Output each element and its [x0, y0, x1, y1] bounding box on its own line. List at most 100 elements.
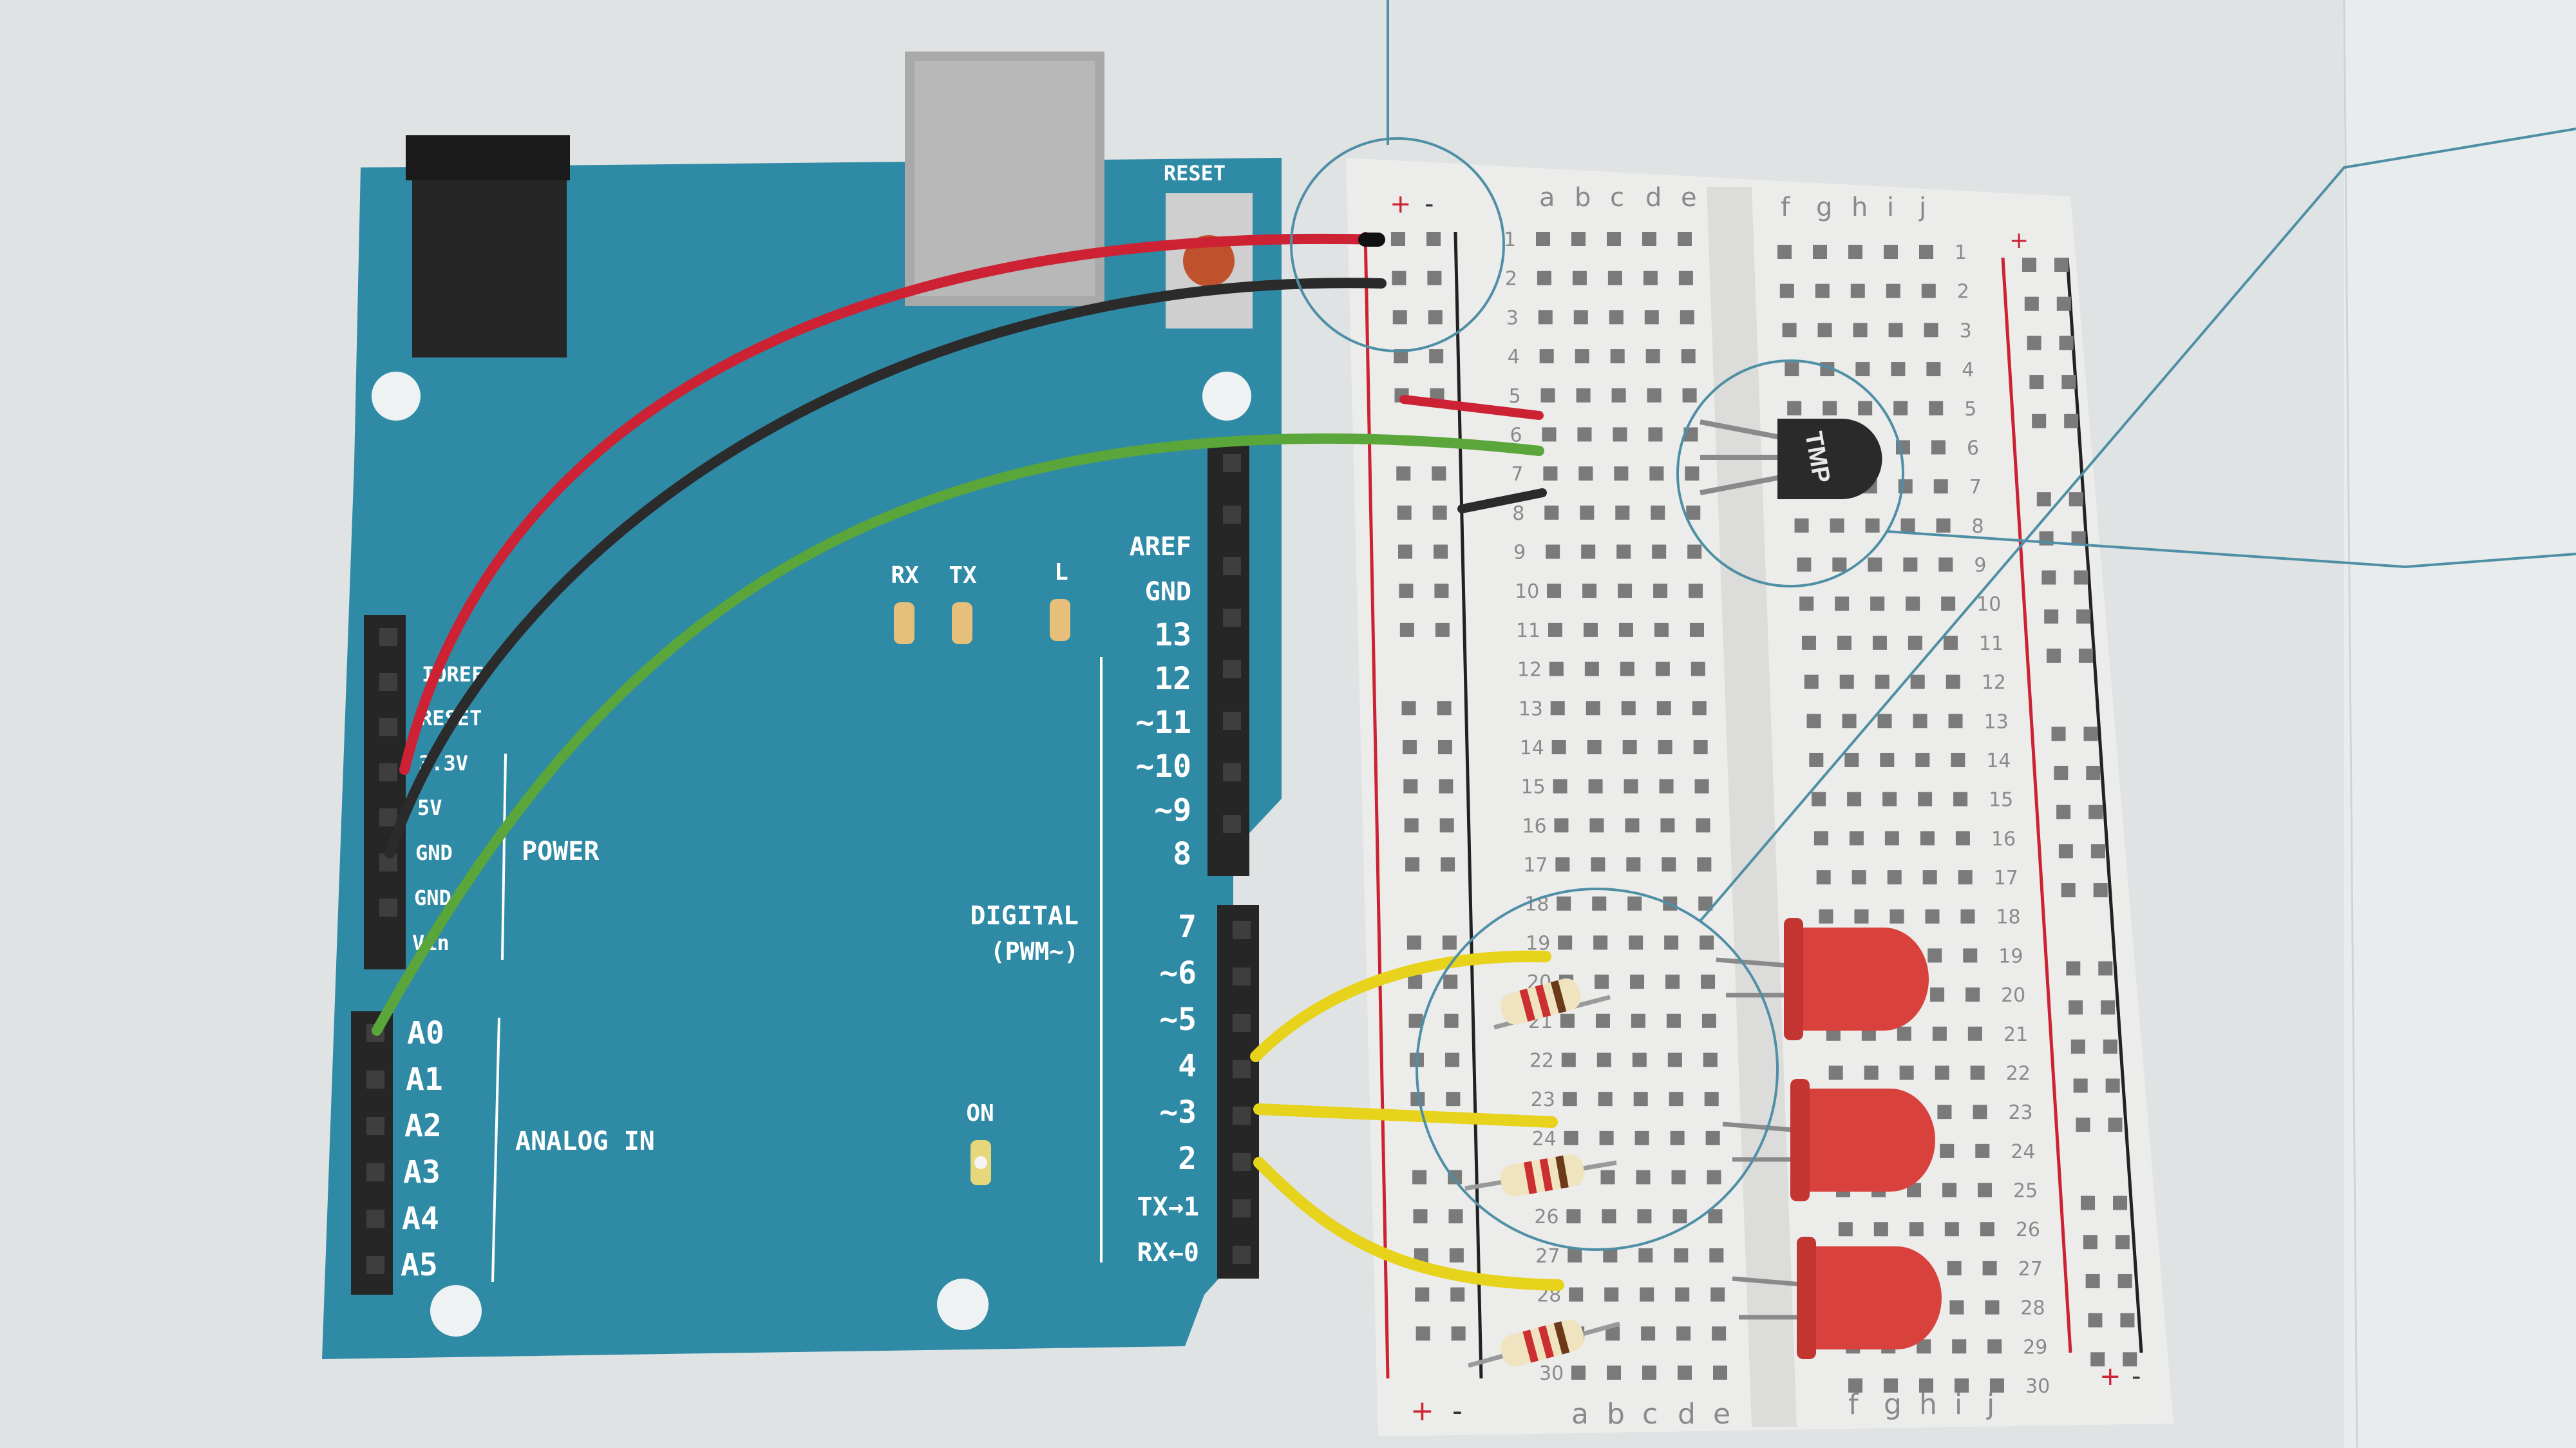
- breadboard-hole: [1907, 1183, 1922, 1197]
- breadboard-hole: [1569, 1287, 1584, 1302]
- header-pin-hole: [1223, 454, 1241, 472]
- led-rim: [1797, 1237, 1816, 1359]
- breadboard-hole: [1678, 232, 1692, 246]
- rail-hole: [2061, 375, 2076, 390]
- callout-line-sensor: [1886, 530, 2576, 569]
- breadboard-hole: [1963, 948, 1978, 963]
- pin-label-gnd-d: GND: [1145, 577, 1191, 607]
- breadboard-hole: [1814, 831, 1828, 846]
- breadboard-hole: [1581, 544, 1596, 559]
- rail-hole: [2103, 1039, 2117, 1054]
- rail-hole: [1435, 622, 1450, 637]
- pin-label-5v: 5V: [417, 795, 442, 820]
- rail-hole: [2086, 765, 2101, 780]
- breadboard-hole: [1592, 896, 1607, 911]
- rail-hole: [2098, 961, 2113, 976]
- row-number-right: 27: [2018, 1258, 2043, 1281]
- row-number-left: 22: [1530, 1049, 1554, 1072]
- rail-hole: [2061, 883, 2076, 898]
- breadboard-hole: [1599, 1130, 1614, 1145]
- led-2: [1722, 1079, 1935, 1201]
- row-number-right: 5: [1964, 398, 1976, 421]
- breadboard-hole: [1942, 1183, 1957, 1197]
- row-number-right: 29: [2023, 1336, 2047, 1358]
- led-body: [1797, 1089, 1935, 1192]
- breadboard-hole: [1710, 1287, 1725, 1302]
- rail-hole: [1439, 779, 1454, 794]
- rail-hole: [2115, 1235, 2130, 1250]
- rx-label: RX: [891, 562, 919, 589]
- breadboard-hole: [1686, 505, 1701, 520]
- breadboard-hole: [1637, 1209, 1652, 1224]
- l-led: [1050, 599, 1070, 641]
- column-letter-d-bottom: d: [1678, 1398, 1696, 1431]
- row-number-right: 4: [1962, 359, 1974, 381]
- rail-hole: [1398, 544, 1413, 559]
- breadboard-hole: [1947, 1261, 1962, 1275]
- column-letter-e: e: [1681, 183, 1697, 213]
- row-number-left: 30: [1539, 1362, 1564, 1385]
- breadboard-hole: [1982, 1261, 1997, 1275]
- rail-hole: [1412, 1170, 1427, 1185]
- breadboard-hole: [1649, 466, 1664, 481]
- breadboard-hole: [1952, 1339, 1967, 1354]
- breadboard-hole: [1713, 1366, 1727, 1380]
- row-number-right: 30: [2025, 1375, 2050, 1398]
- rail-red-right: [2001, 257, 2072, 1353]
- breadboard-hole: [1830, 518, 1844, 533]
- analog-in-label: ANALOG IN: [515, 1127, 655, 1156]
- breadboard-hole: [1694, 779, 1709, 794]
- row-number-left: 23: [1531, 1089, 1555, 1111]
- callout-sensor-circle: [1676, 359, 1904, 587]
- rail-hole: [2066, 961, 2081, 976]
- breadboard-hole: [1965, 987, 1980, 1002]
- header-pin-hole: [1223, 506, 1241, 524]
- header-pin-hole: [366, 1163, 384, 1181]
- rail-hole: [1434, 584, 1449, 598]
- breadboard-hole: [1613, 427, 1627, 442]
- row-number-right: 18: [1996, 906, 2020, 929]
- breadboard-hole: [1918, 792, 1933, 806]
- breadboard-hole: [1823, 401, 1837, 415]
- row-number-right: 15: [1989, 789, 2013, 812]
- rail-hole: [2059, 336, 2074, 350]
- breadboard-hole: [1703, 1053, 1718, 1067]
- led-rim: [1790, 1079, 1810, 1201]
- analog-header: [351, 1011, 393, 1295]
- rail-hole: [2027, 336, 2041, 350]
- sensor-lead: [1700, 474, 1785, 495]
- row-number-left: 3: [1506, 307, 1519, 329]
- breadboard-hole: [1640, 1287, 1654, 1302]
- rail-hole: [1402, 739, 1417, 754]
- rail-hole: [1397, 505, 1412, 520]
- breadboard-hole: [1882, 792, 1897, 806]
- rail-hole: [1394, 349, 1408, 364]
- breadboard-hole: [1561, 1053, 1576, 1067]
- breadboard-hole: [1610, 349, 1625, 364]
- rail-hole: [2113, 1196, 2128, 1210]
- header-pin-hole: [1223, 815, 1241, 833]
- wire-5v-red: [399, 233, 1383, 775]
- rail-hole: [2051, 727, 2066, 741]
- breadboard-hole: [1662, 857, 1676, 872]
- pin-label-a2: A2: [404, 1108, 442, 1144]
- pin-label-3: ~3: [1159, 1094, 1197, 1130]
- callouts: [1290, 0, 2576, 1251]
- breadboard-hole: [1595, 1013, 1610, 1028]
- rail-hole: [2041, 570, 2056, 585]
- rail-hole: [2024, 296, 2039, 311]
- wire-pin2-yellow: [1253, 1157, 1564, 1291]
- breadboard-hole: [1940, 1143, 1955, 1158]
- wire-sensor-power: [1399, 395, 1544, 420]
- breadboard-hole: [1573, 310, 1588, 325]
- rail-minus-top-left: -: [1425, 189, 1434, 219]
- rail-hole: [1428, 310, 1443, 325]
- breadboard-hole: [1626, 857, 1641, 872]
- rail-hole: [1413, 1209, 1428, 1224]
- breadboard-hole: [1564, 1130, 1578, 1145]
- breadboard-hole: [1544, 505, 1559, 520]
- breadboard-hole: [1937, 1105, 1952, 1119]
- breadboard-hole: [1604, 1287, 1619, 1302]
- column-letter-j-bottom: j: [1986, 1388, 1994, 1421]
- column-letter-g-bottom: g: [1884, 1388, 1902, 1421]
